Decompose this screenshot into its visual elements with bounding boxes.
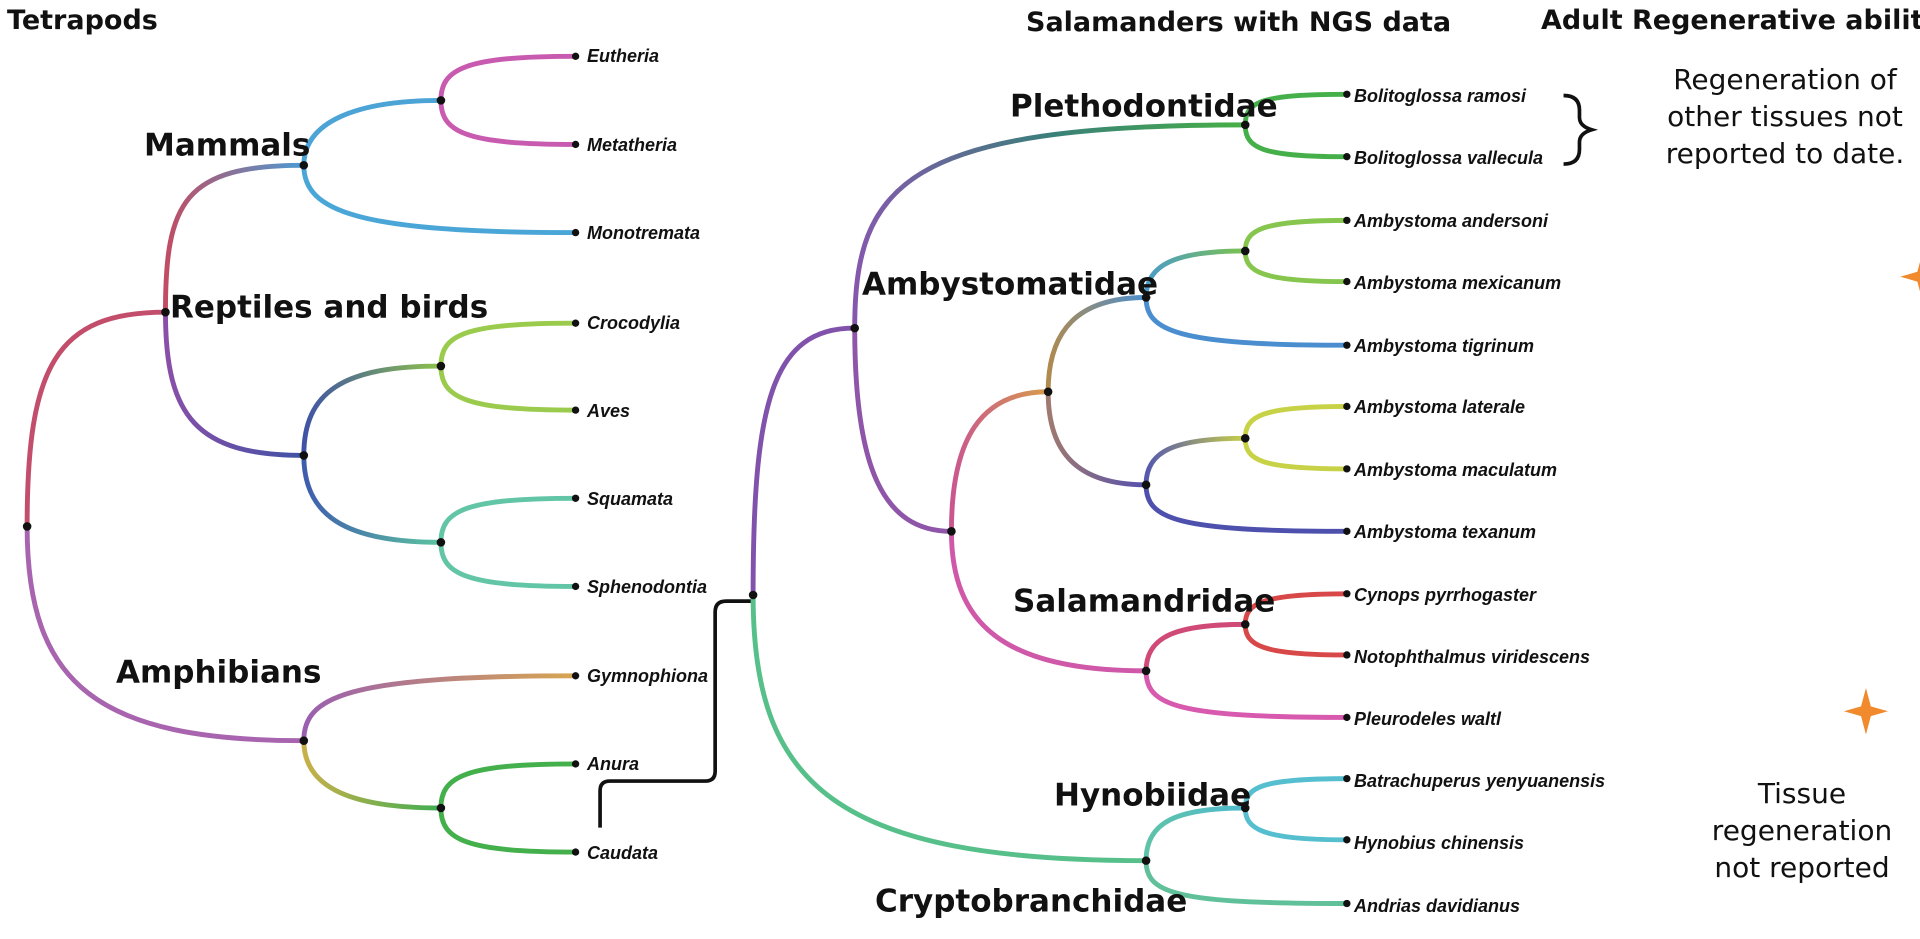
taxon-label: Anura	[587, 754, 640, 774]
taxon-label: Sphenodontia	[587, 577, 707, 597]
branch-eutheria	[438, 53, 576, 101]
branch-monotremata	[301, 165, 576, 236]
brace-plethodontidae	[1563, 93, 1599, 166]
connector-caudata-to-salamanders	[598, 599, 754, 828]
branch-sphenodontia	[438, 542, 576, 589]
group-label-hynobiidae: Hynobiidae	[1054, 777, 1252, 814]
branch-ramosi	[1242, 91, 1347, 125]
branch-andrias	[1143, 860, 1347, 906]
branch-lat-mac	[1143, 435, 1246, 485]
branch-therians	[301, 97, 441, 166]
branch-andersoni	[1242, 217, 1347, 252]
branch-archosaurs	[301, 363, 441, 456]
branch-mexicanum	[1242, 250, 1347, 285]
taxon-label: Gymnophiona	[587, 666, 708, 686]
branch-ambystomatidae	[948, 389, 1049, 532]
group-label-cryptobranchidae: Cryptobranchidae	[875, 883, 1188, 920]
group-label-amphibians: Amphibians	[116, 654, 322, 691]
note-hynobiidae-regeneration: Tissue regeneration not reported	[1711, 777, 1893, 884]
branch-tetrapods-lower	[24, 526, 304, 744]
branch-cyn-not	[1143, 621, 1246, 671]
taxon-label: Ambystoma texanum	[1354, 522, 1537, 542]
branch-batrachuperus	[1242, 776, 1347, 809]
group-label-salamandridae: Salamandridae	[1013, 583, 1276, 620]
branch-texanum	[1143, 484, 1347, 534]
branch-metatheria	[438, 100, 576, 147]
branch-caudata	[438, 807, 576, 855]
branch-aves	[438, 365, 576, 413]
branch-tigrinum	[1143, 297, 1347, 348]
taxon-label: Notophthalmus viridescens	[1354, 647, 1591, 667]
taxon-label: Caudata	[587, 843, 659, 863]
branch-crocodylia	[438, 320, 576, 367]
group-label-mammals: Mammals	[144, 127, 311, 164]
branch-amb-sal	[852, 328, 952, 534]
taxon-label: Ambystoma maculatum	[1354, 460, 1558, 480]
taxon-label: Hynobius chinensis	[1354, 833, 1525, 853]
taxon-label: Squamata	[587, 489, 674, 509]
branch-amb-b	[1045, 391, 1147, 488]
branch-salamander-upper	[750, 325, 855, 595]
branch-and-mex	[1143, 248, 1246, 298]
taxon-label: Metatheria	[587, 135, 678, 155]
branch-amb-a	[1045, 295, 1147, 392]
branch-anura	[438, 761, 576, 809]
taxon-label: Bolitoglossa vallecula	[1354, 148, 1544, 168]
taxon-label: Cynops pyrrhogaster	[1354, 585, 1537, 605]
branch-reptiles	[163, 312, 304, 458]
branch-tetrapods-upper	[24, 309, 166, 527]
group-label-plethodontidae: Plethodontidae	[1010, 88, 1278, 125]
header-adult-regenerative-ability: Adult Regenerative ability	[1541, 5, 1920, 36]
taxon-label: Andrias davidianus	[1354, 896, 1521, 916]
branch-mammals	[163, 162, 304, 313]
taxon-label: Monotremata	[587, 223, 701, 243]
branch-salamander-lower	[750, 594, 1147, 864]
note-plethodontidae-regeneration: Regeneration of other tissues not report…	[1665, 63, 1905, 170]
taxon-label: Ambystoma tigrinum	[1354, 336, 1535, 356]
branch-batrachia	[301, 740, 441, 811]
taxon-label: Ambystoma andersoni	[1354, 211, 1549, 231]
branch-maculatum	[1242, 438, 1347, 472]
group-label-reptiles-birds: Reptiles and birds	[170, 289, 489, 326]
taxon-label: Pleurodeles waltl	[1354, 709, 1502, 729]
branch-hynobiidae	[1143, 805, 1246, 861]
taxon-label: Bolitoglossa ramosi	[1354, 86, 1527, 106]
taxon-label: Ambystoma mexicanum	[1354, 273, 1562, 293]
branch-notophthalmus	[1242, 624, 1347, 658]
group-label-ambystomatidae: Ambystomatidae	[862, 266, 1159, 303]
taxon-label: Batrachuperus yenyuanensis	[1354, 771, 1606, 791]
branch-cynops	[1242, 591, 1347, 625]
four-point-star-icon	[1900, 261, 1920, 292]
tree-nodes	[22, 52, 1351, 908]
branch-vallecula	[1242, 124, 1347, 160]
branch-waltl	[1143, 670, 1347, 720]
branch-squamata	[438, 495, 576, 543]
branch-laterale	[1242, 404, 1347, 439]
branch-lepidosaurs	[301, 455, 441, 545]
taxon-label: Ambystoma laterale	[1354, 397, 1526, 417]
header-salamanders-ngs: Salamanders with NGS data	[1026, 7, 1452, 38]
branch-plethodontidae	[852, 122, 1246, 329]
branch-salamandridae	[948, 531, 1147, 674]
four-point-star-icon	[1843, 688, 1888, 735]
taxon-label: Eutheria	[587, 46, 660, 66]
header-tetrapods: Tetrapods	[7, 5, 158, 36]
taxon-label: Aves	[587, 401, 631, 421]
branch-hynobius	[1242, 807, 1347, 843]
branch-gymnophiona	[301, 673, 576, 741]
taxon-label: Crocodylia	[587, 313, 681, 333]
